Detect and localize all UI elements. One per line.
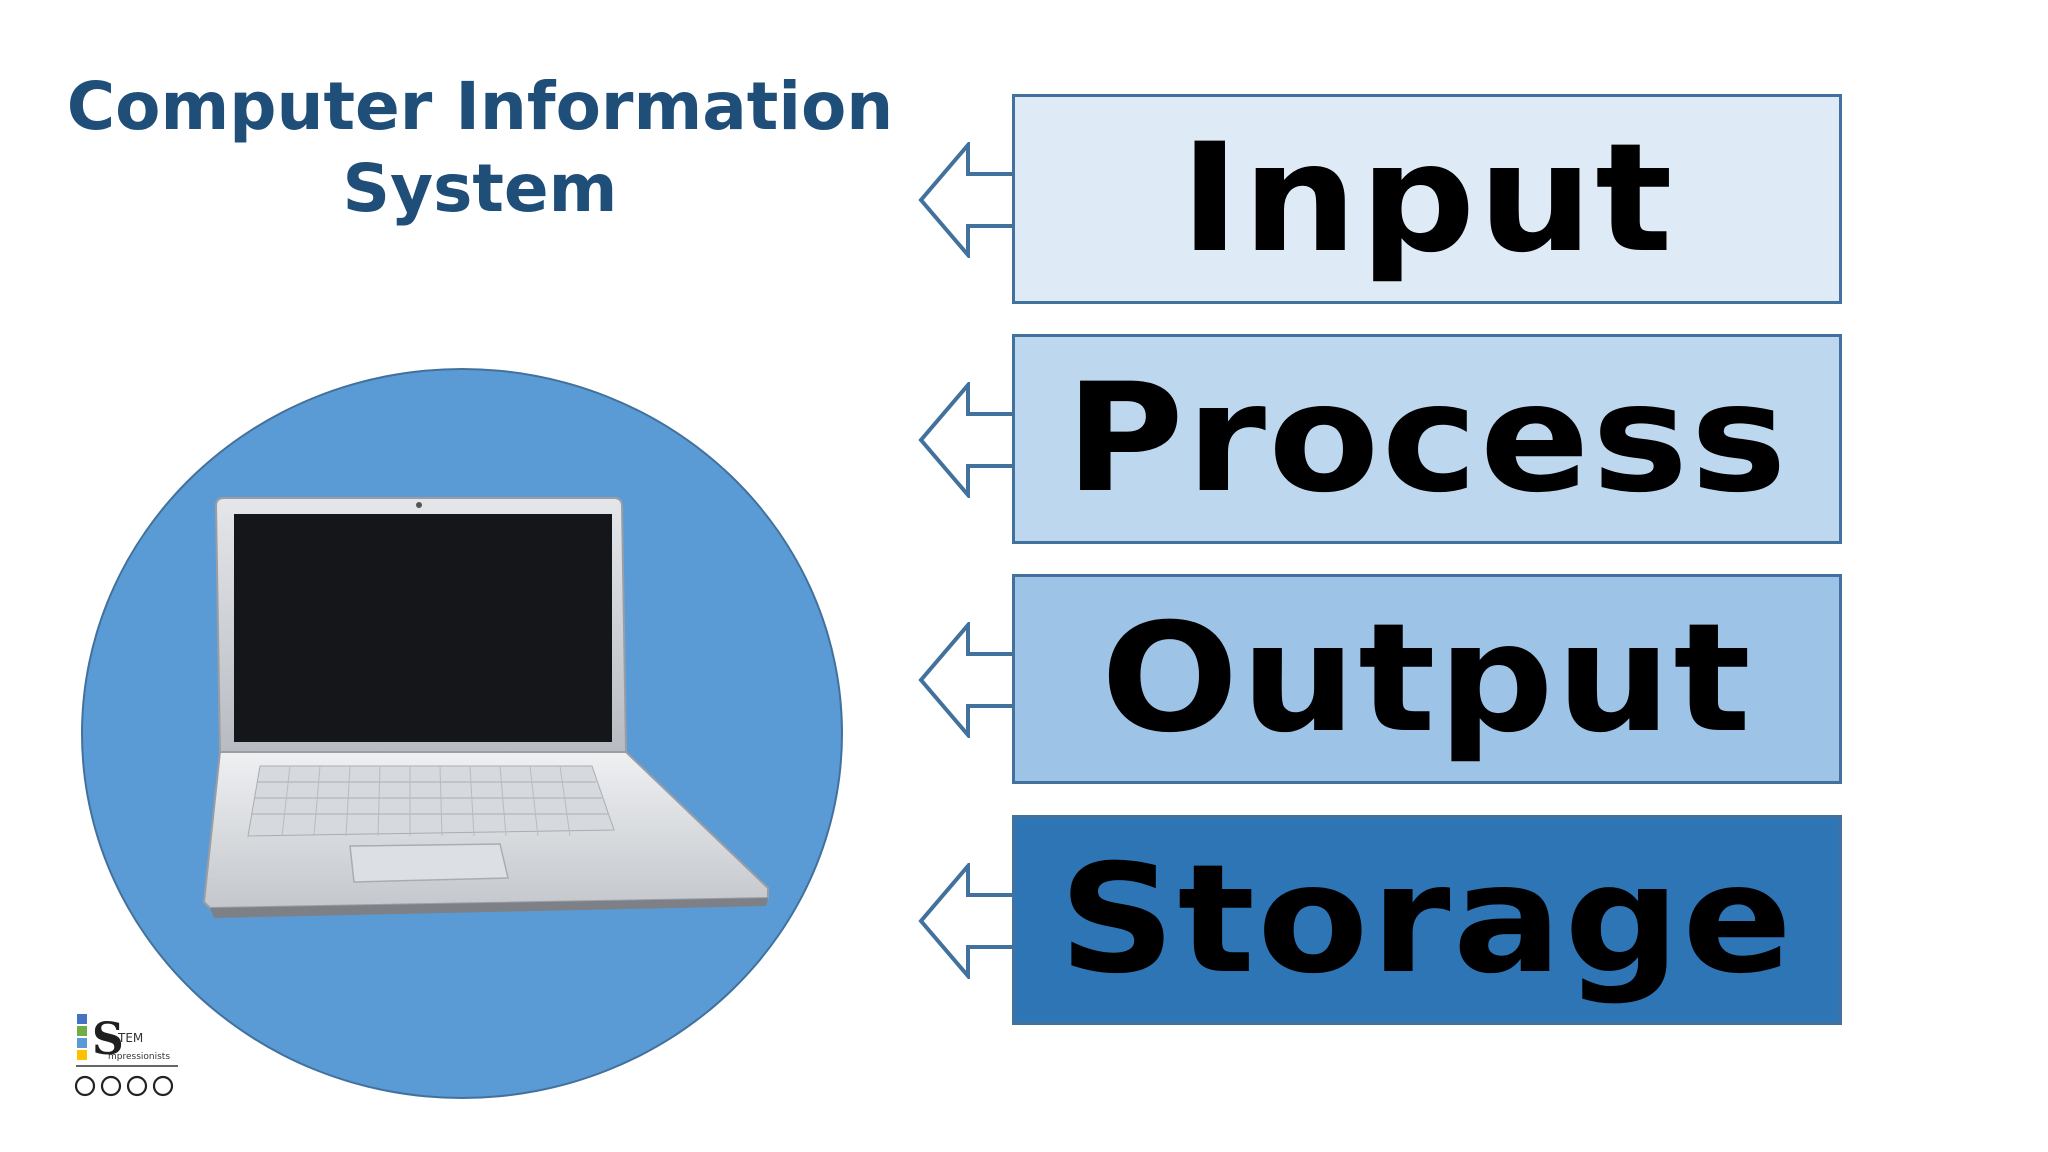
stem-logo: S TEM mpressionists <box>74 1014 178 1097</box>
svg-text:mpressionists: mpressionists <box>108 1052 170 1062</box>
output-label: Output <box>1100 592 1754 766</box>
storage-box: Storage <box>1012 815 1842 1025</box>
process-label: Process <box>1065 352 1789 526</box>
input-box: Input <box>1012 94 1842 304</box>
laptop-icon <box>202 497 769 918</box>
arrow-left-icon <box>918 142 1012 258</box>
arrow-left-icon <box>918 622 1012 738</box>
arrow-left-icon <box>918 382 1012 498</box>
creative-commons-icon <box>74 1075 174 1097</box>
storage-label: Storage <box>1059 833 1795 1007</box>
svg-text:TEM: TEM <box>117 1031 143 1045</box>
title-line-1: Computer Information <box>66 68 894 145</box>
arrow-left-icon <box>918 863 1012 979</box>
input-label: Input <box>1179 112 1675 286</box>
process-box: Process <box>1012 334 1842 544</box>
svg-text:S: S <box>92 1014 124 1065</box>
output-box: Output <box>1012 574 1842 784</box>
title-line-2: System <box>342 150 618 227</box>
page-title: Computer Information System <box>40 66 920 230</box>
